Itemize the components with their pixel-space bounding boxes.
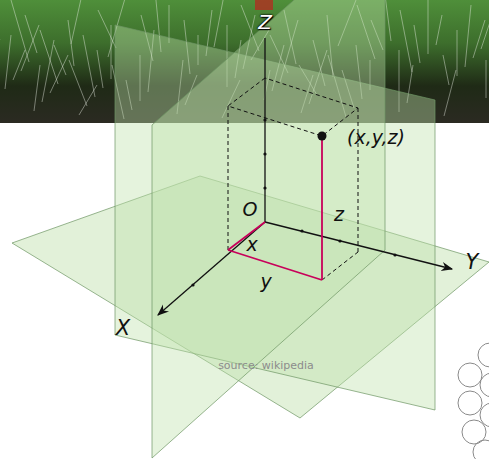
grass-stroke <box>414 25 420 63</box>
grass-stroke <box>83 35 95 97</box>
grass-stroke <box>42 40 54 102</box>
grass-stroke <box>71 0 83 44</box>
box-edge <box>228 106 229 250</box>
grass-stroke <box>97 50 103 88</box>
grass-stroke <box>444 70 456 116</box>
grass-stroke <box>13 50 25 80</box>
grass-stroke <box>40 30 58 84</box>
tick <box>263 186 266 189</box>
point-marker <box>318 132 327 141</box>
side-panel <box>455 290 489 459</box>
box-edge <box>322 252 358 280</box>
grass-stroke <box>50 55 68 93</box>
box-top <box>228 78 358 136</box>
circle <box>473 440 489 459</box>
dashed-box <box>228 78 358 280</box>
xz-plane <box>152 0 385 458</box>
grass-stroke <box>457 30 458 76</box>
z-axis <box>264 38 265 222</box>
coordinate-segments <box>228 136 322 280</box>
grass-stroke <box>486 60 487 98</box>
tick <box>338 239 341 242</box>
grass-stroke <box>34 65 40 111</box>
axis-label: X <box>114 317 132 340</box>
grass-stroke <box>11 0 29 62</box>
grass-stroke <box>214 0 226 47</box>
grass-stroke <box>481 0 489 49</box>
coordinate-label: y <box>258 271 273 292</box>
grass-stroke <box>98 10 116 48</box>
y-segment <box>228 250 322 280</box>
coordinate-label: z <box>332 204 346 225</box>
circle <box>458 391 482 415</box>
grass-stroke <box>428 0 429 54</box>
circle <box>458 363 482 387</box>
circle <box>480 403 489 427</box>
grass-stroke <box>385 0 391 41</box>
coordinate-label: x <box>244 234 259 255</box>
tick <box>263 118 266 121</box>
grass-stroke <box>5 35 11 89</box>
circle <box>480 373 489 397</box>
x-axis <box>158 222 265 315</box>
axis-label: Z <box>256 11 274 33</box>
photo-detail <box>255 0 273 10</box>
grass-stroke <box>69 60 87 106</box>
grass-stroke <box>473 20 485 58</box>
grass-stroke <box>443 55 449 85</box>
grass-stroke <box>21 25 39 71</box>
circle-stack <box>458 343 489 459</box>
tick <box>263 152 266 155</box>
axis-label: Y <box>464 251 481 274</box>
grass-stroke <box>54 45 66 75</box>
tick <box>393 253 396 256</box>
z-segment <box>321 136 323 280</box>
grass-stroke <box>436 15 442 45</box>
grass-stroke <box>465 5 471 67</box>
y-axis <box>265 222 452 269</box>
circle <box>478 343 489 367</box>
grass-stroke <box>111 25 112 79</box>
grass-stroke <box>400 10 412 72</box>
tick <box>191 283 194 286</box>
grass-stroke <box>79 85 97 115</box>
origin-label: O <box>241 199 260 220</box>
tick <box>300 229 303 232</box>
source-note: source: wikipedia <box>216 359 316 372</box>
point-label: (x,y,z) <box>345 127 407 148</box>
